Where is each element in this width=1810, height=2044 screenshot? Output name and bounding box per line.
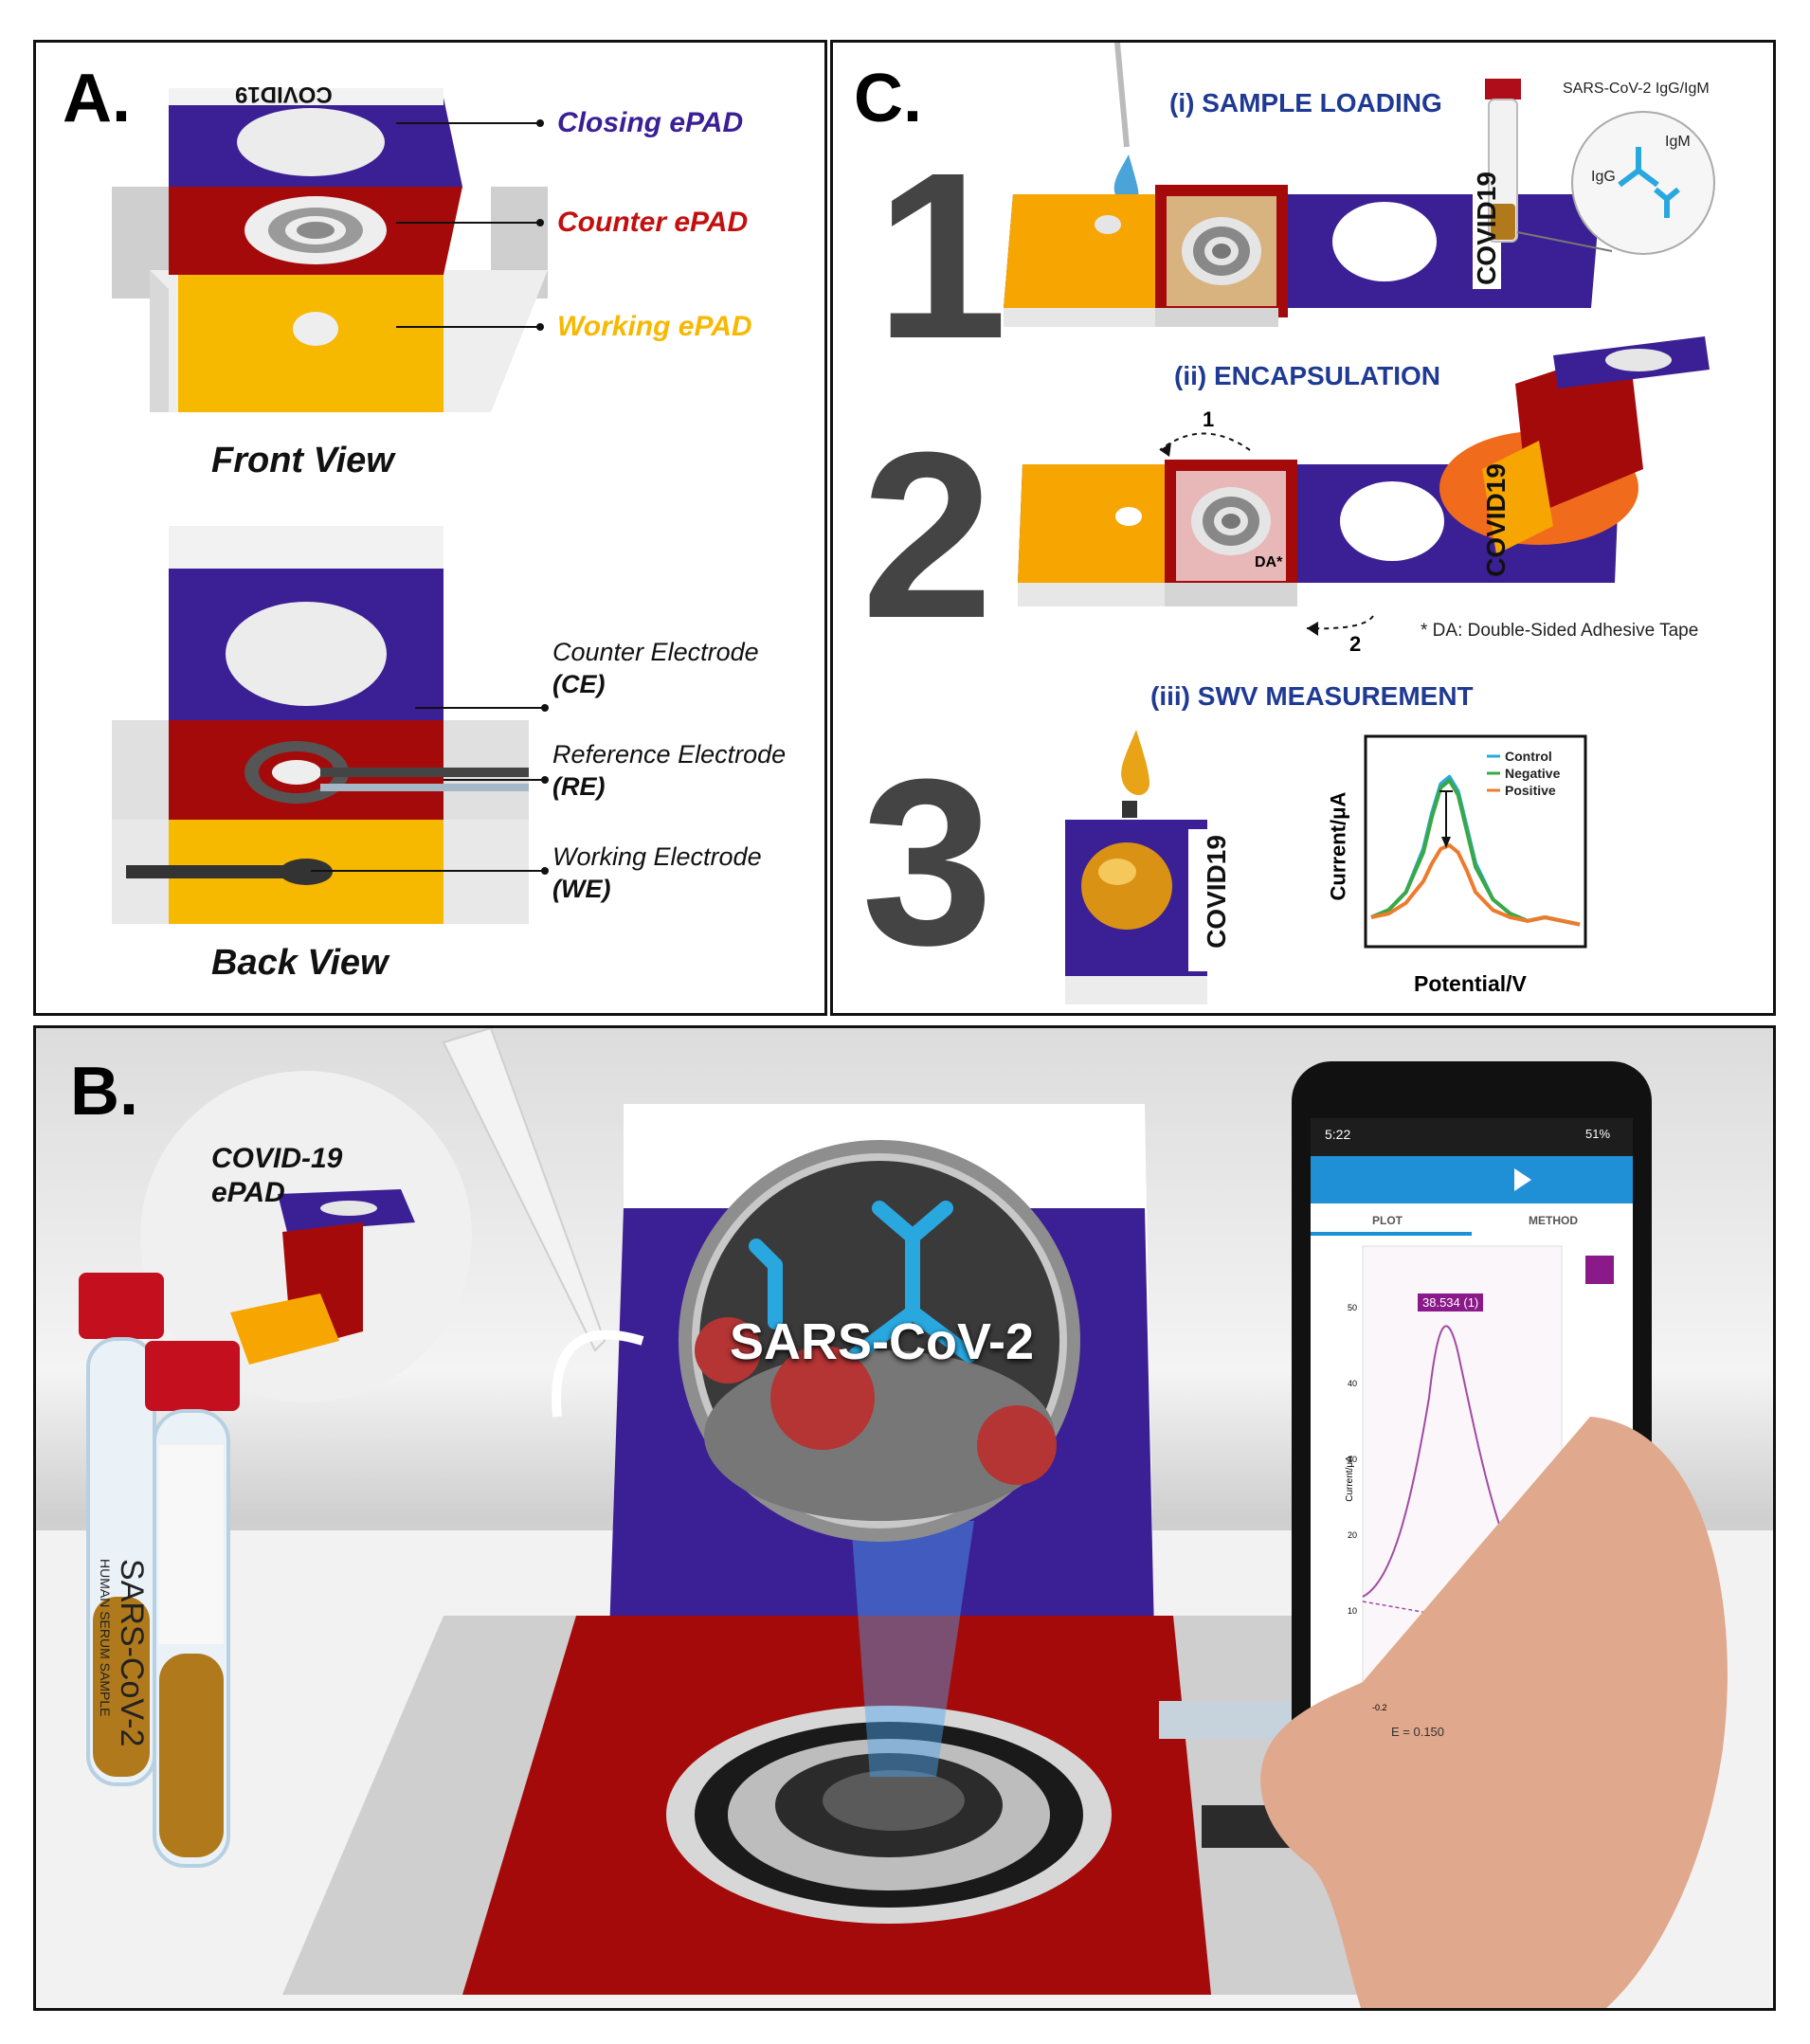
ce-name: Counter Electrode bbox=[552, 638, 759, 666]
counter-epad-label: Counter ePAD bbox=[557, 207, 749, 238]
back-view-label: Back View bbox=[211, 943, 389, 983]
epad-inset-line2: ePAD bbox=[211, 1177, 285, 1208]
step-3-title: (iii) SWV MEASUREMENT bbox=[1150, 681, 1474, 711]
we-label: Working Electrode (WE) bbox=[552, 841, 762, 906]
legend-label-control: Control bbox=[1505, 749, 1552, 764]
front-view-label: Front View bbox=[211, 441, 394, 480]
front-view-illustration bbox=[112, 88, 549, 924]
ce-label: Counter Electrode (CE) bbox=[552, 637, 759, 701]
panel-c: C. 1 (i) SAMPLE LOADING SARS-CoV-2 IgG/I… bbox=[830, 40, 1776, 1016]
da-tag: DA* bbox=[1255, 554, 1283, 570]
play-button[interactable] bbox=[1505, 1161, 1538, 1199]
panel-b-scene bbox=[36, 1028, 1773, 2008]
arrow-2-label: 2 bbox=[1349, 632, 1362, 656]
tube-sub: HUMAN SERUM SAMPLE bbox=[98, 1559, 113, 1717]
panel-a-label: A. bbox=[63, 61, 131, 136]
virus-label: SARS-CoV-2 bbox=[730, 1313, 1035, 1370]
tab-plot[interactable]: PLOT bbox=[1372, 1214, 1403, 1227]
chip-text-a: COVID19 bbox=[235, 81, 333, 107]
igm-label: IgM bbox=[1665, 134, 1691, 150]
step-2-number: 2 bbox=[861, 403, 994, 667]
re-label: Reference Electrode (RE) bbox=[552, 739, 786, 804]
ce-abbr: (CE) bbox=[552, 669, 606, 698]
phone-time: 5:22 bbox=[1325, 1127, 1351, 1142]
phone-ytick-0: 50 bbox=[1348, 1303, 1358, 1312]
panel-b-label: B. bbox=[70, 1054, 138, 1130]
chip-text-c3: COVID19 bbox=[1201, 835, 1231, 949]
tube-name: SARS-CoV-2 bbox=[114, 1559, 150, 1747]
phone-ytick-3: 20 bbox=[1348, 1530, 1358, 1540]
peak-label: 38.534 (1) bbox=[1418, 1293, 1484, 1311]
panel-b: B. bbox=[33, 1025, 1776, 2011]
legend-label-negative: Negative bbox=[1505, 766, 1561, 781]
igg-label: IgG bbox=[1591, 169, 1616, 185]
we-abbr: (WE) bbox=[552, 874, 611, 903]
swv-ylabel: Current/μA bbox=[1326, 791, 1350, 901]
swv-xlabel: Potential/V bbox=[1414, 971, 1527, 996]
tab-method[interactable]: METHOD bbox=[1529, 1214, 1578, 1227]
step-1-title: (i) SAMPLE LOADING bbox=[1169, 88, 1442, 118]
we-name: Working Electrode bbox=[552, 842, 762, 871]
step-1-number: 1 bbox=[876, 123, 1008, 388]
closing-epad-label: Closing ePAD bbox=[557, 107, 744, 138]
step-2-title: (ii) ENCAPSULATION bbox=[1174, 361, 1441, 390]
step-2-illustration bbox=[1018, 336, 1710, 636]
panel-c-label: C. bbox=[854, 61, 922, 136]
series-line-positive bbox=[1370, 843, 1581, 927]
arrow-1-label: 1 bbox=[1203, 407, 1215, 431]
tube-label-b: SARS-CoV-2 HUMAN SERUM SAMPLE bbox=[98, 1559, 150, 1746]
phone-ytick-4: 10 bbox=[1348, 1606, 1358, 1616]
da-note: * DA: Double-Sided Adhesive Tape bbox=[1421, 621, 1699, 641]
tube-label-c: SARS-CoV-2 IgG/IgM bbox=[1563, 81, 1710, 97]
phone-xtick: -0.2 bbox=[1372, 1703, 1387, 1712]
phone-battery: 51% bbox=[1585, 1127, 1611, 1141]
phone-ytick-2: 30 bbox=[1348, 1455, 1358, 1464]
working-epad-label: Working ePAD bbox=[557, 311, 752, 342]
re-name: Reference Electrode bbox=[552, 740, 787, 769]
epad-inset-line1: COVID-19 bbox=[211, 1143, 343, 1174]
re-abbr: (RE) bbox=[552, 771, 606, 801]
step-3-illustration bbox=[1065, 730, 1222, 1004]
phone-footer: E = 0.150 bbox=[1391, 1725, 1445, 1739]
epad-inset-label: COVID-19 ePAD bbox=[211, 1142, 342, 1210]
step-1-illustration bbox=[1004, 43, 1715, 327]
legend-label-positive: Positive bbox=[1505, 783, 1556, 798]
panel-a: A. bbox=[33, 40, 827, 1016]
step-3-number: 3 bbox=[861, 730, 994, 994]
phone-ytick-1: 40 bbox=[1348, 1379, 1358, 1388]
